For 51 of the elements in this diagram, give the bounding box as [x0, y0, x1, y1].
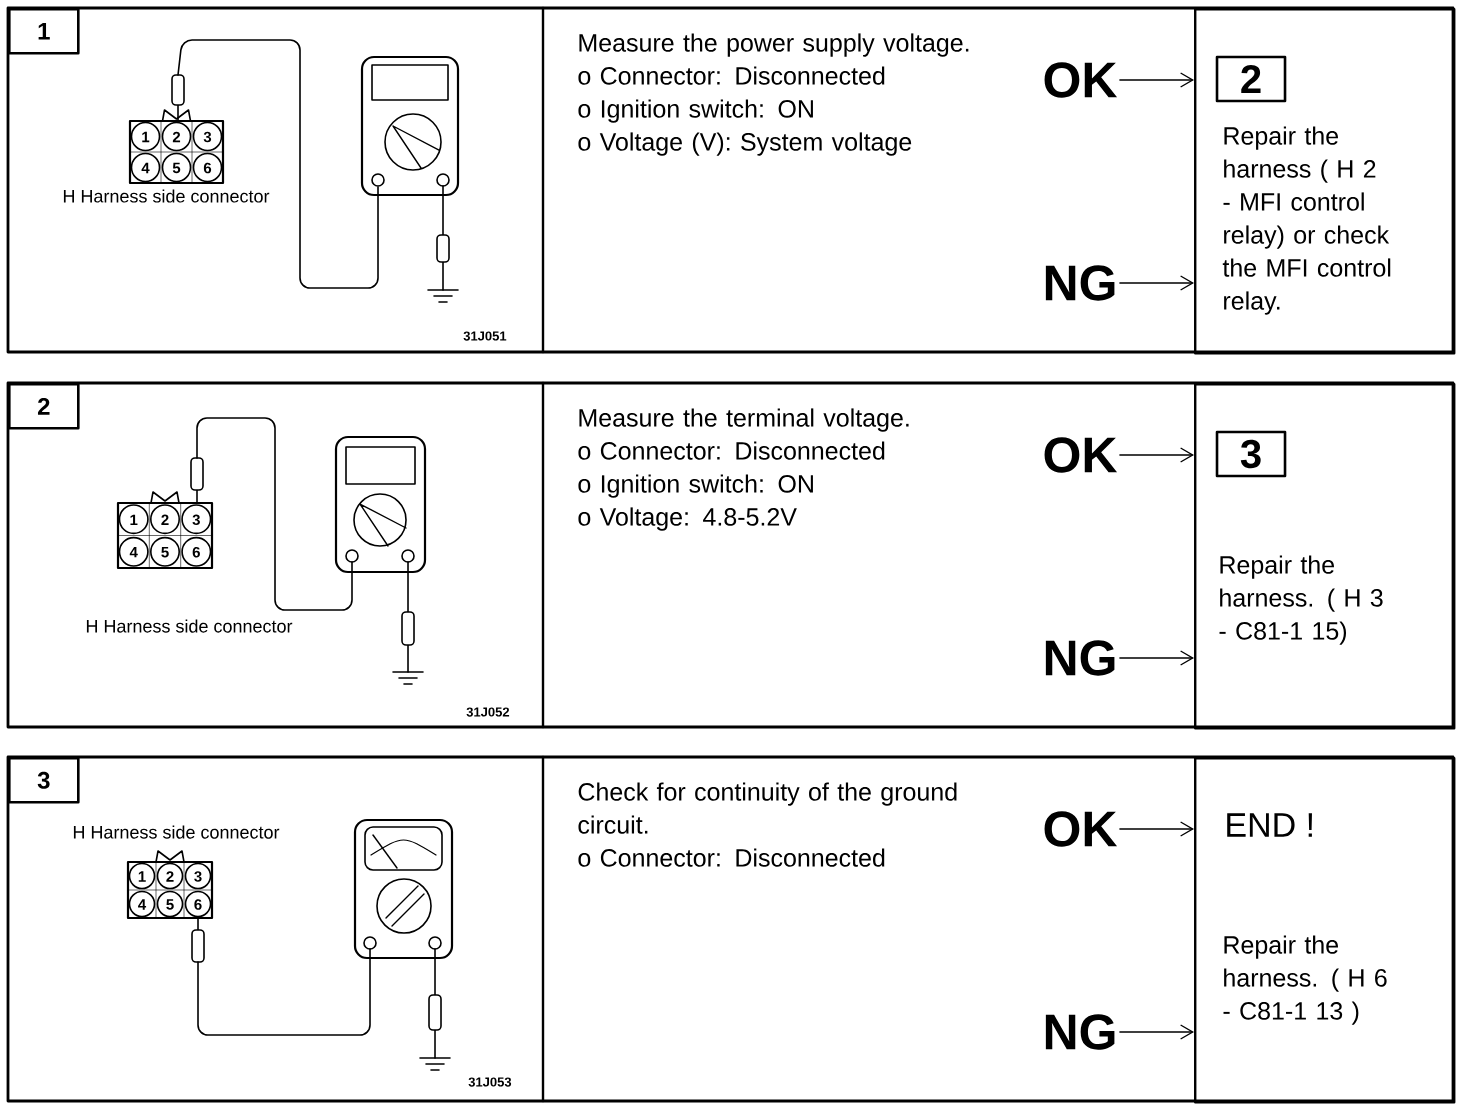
pin-number: 2 [161, 514, 169, 526]
pin-number: 4 [141, 162, 150, 174]
arrow [1119, 447, 1194, 463]
result-label: OK [1044, 811, 1118, 847]
pin-number: 1 [130, 514, 138, 525]
step-number-box: 3 [8, 757, 80, 804]
connector-label: H Harness side connector [73, 825, 280, 839]
result-label: NG [1045, 265, 1115, 301]
instruction-text: Check for continuity of the ground circuit. o Connector: Disconnected [578, 782, 957, 867]
pin-number: 2 [172, 131, 181, 143]
repair-text: Repair the harness ( H 2 - MFI control relay) or check the MFI control relay. [1222, 126, 1391, 315]
repair-text: Repair the harness. ( H 3 - C81-1 15) [1219, 555, 1383, 645]
result-label: OK [1044, 62, 1118, 98]
pin-number: 5 [161, 546, 169, 558]
figure-code: 31J051 [463, 331, 507, 341]
result-label: NG [1045, 640, 1115, 676]
pin-number: 5 [172, 162, 181, 174]
arrow [1119, 650, 1194, 666]
pin-number: 1 [138, 871, 146, 882]
instruction-text: Measure the power supply voltage. o Connector: Disconnected o Ignition switch: ON o Voltage (V): System voltage [578, 33, 969, 156]
arrow [1119, 821, 1194, 837]
step-number-box: 1 [8, 8, 80, 55]
arrow [1119, 275, 1194, 291]
result-label: NG [1045, 1014, 1115, 1050]
result-label: OK [1044, 437, 1118, 473]
figure-code: 31J053 [468, 1077, 512, 1087]
result-cell [1194, 383, 1456, 730]
arrow [1119, 1024, 1194, 1040]
figure-code: 31J052 [466, 707, 510, 717]
connector-label: H Harness side connector [86, 619, 293, 633]
pin-number: 2 [166, 871, 174, 882]
next-step-box: 3 [1215, 430, 1287, 478]
arrow [1119, 72, 1194, 88]
pin-number: 6 [203, 162, 212, 174]
pin-number: 4 [129, 547, 138, 558]
result-cell [1194, 8, 1456, 355]
instruction-text: Measure the terminal voltage. o Connector: Disconnected o Ignition switch: ON o Voltage: 4.8-5.2V [578, 408, 909, 531]
result-cell [1194, 757, 1456, 1104]
pin-number: 3 [194, 871, 202, 882]
step-number-box: 2 [8, 383, 80, 430]
connector-label: H Harness side connector [63, 189, 270, 203]
pin-number: 6 [192, 546, 200, 558]
next-step-box: 2 [1215, 55, 1287, 103]
pin-number: 6 [194, 899, 202, 910]
end-text: END ! [1227, 813, 1312, 837]
repair-text: Repair the harness. ( H 6 - C81-1 13 ) [1223, 935, 1387, 1025]
pin-number: 5 [166, 899, 174, 910]
pin-number: 3 [192, 514, 200, 526]
pin-number: 3 [203, 131, 212, 143]
pin-number: 1 [142, 131, 150, 143]
pin-number: 4 [138, 899, 147, 910]
